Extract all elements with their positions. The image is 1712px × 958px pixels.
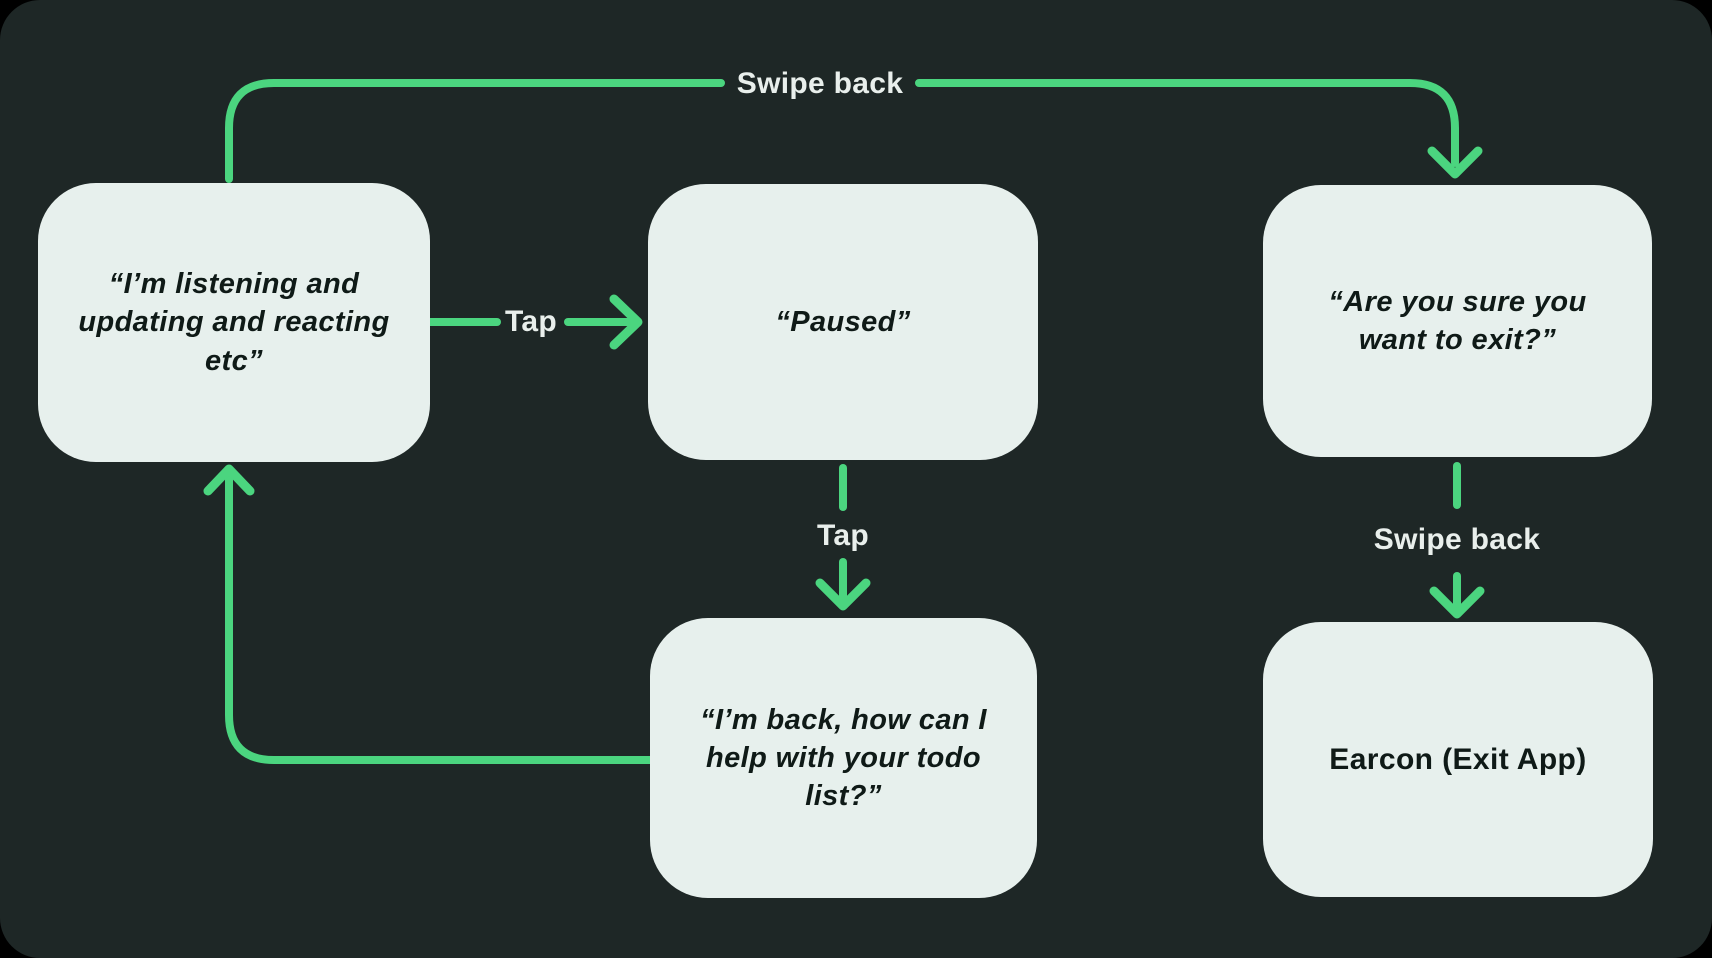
node-confirm-exit: “Are you sure you want to exit?”: [1263, 185, 1652, 457]
node-paused-text: “Paused”: [775, 305, 911, 338]
node-back-text: “I’m back, how can I help with your todo…: [700, 703, 987, 813]
edge-label-tap-resume: Tap: [816, 519, 870, 552]
node-confirm-exit-text: “Are you sure you want to exit?”: [1328, 285, 1587, 356]
node-listening-text: “I’m listening and updating and reacting…: [78, 268, 390, 377]
edge-label-tap-pause: Tap: [504, 305, 558, 338]
node-earcon-exit-app: Earcon (Exit App): [1263, 622, 1653, 897]
node-back: “I’m back, how can I help with your todo…: [650, 618, 1037, 898]
edge-loop-return: [203, 464, 654, 764]
edge-label-swipe-back-top: Swipe back: [736, 67, 904, 100]
node-paused: “Paused”: [648, 184, 1038, 460]
node-listening: “I’m listening and updating and reacting…: [38, 183, 430, 462]
node-earcon-text: Earcon (Exit App): [1329, 742, 1587, 776]
edge-label-swipe-back-exit: Swipe back: [1373, 523, 1541, 556]
